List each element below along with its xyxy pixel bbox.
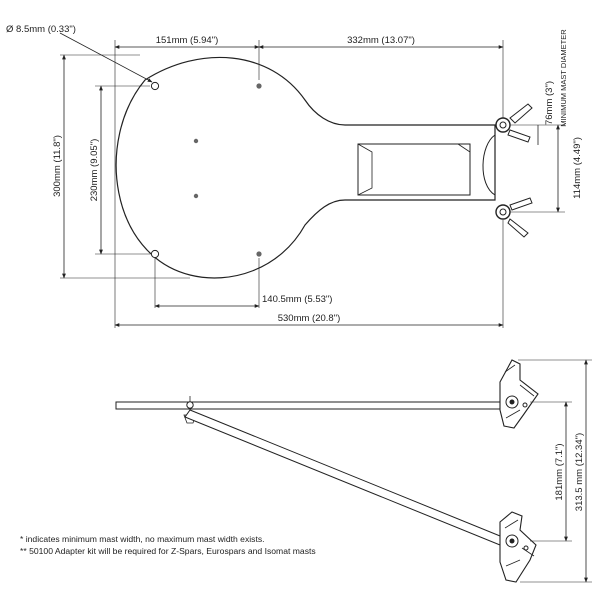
side-view: 181mm (7.1") 313.5 mm (12.34") — [115, 359, 592, 583]
dim-hole-spacing-bottom: 140.5mm (5.53") — [262, 294, 332, 305]
mounting-hole — [150, 81, 160, 91]
dim-overall-length: 530mm (20.8") — [278, 313, 341, 324]
center-hole — [193, 193, 199, 199]
mounting-hole — [150, 249, 160, 259]
cleat-slot — [357, 143, 471, 196]
dim-total-height: 313.5 mm (12.34") — [574, 433, 585, 511]
dim-clamp-span: 114mm (4.49") — [572, 137, 583, 199]
note-min-mast-width: * indicates minimum mast width, no maxim… — [20, 534, 265, 544]
dim-hole-spacing-vertical: 230mm (9.05") — [89, 139, 100, 202]
center-hole — [193, 138, 199, 144]
mounting-plate-outline — [115, 56, 496, 279]
hole-diameter-label: Ø 8.5mm (0.33") — [6, 24, 76, 35]
mast-clamp-top — [495, 103, 533, 143]
support-strut — [184, 409, 506, 546]
mast-cutout — [482, 134, 496, 196]
dim-min-mast: 76mm (3") — [544, 81, 555, 125]
dim-overall-to-mast: 332mm (13.07") — [347, 35, 415, 46]
mounting-hole — [256, 83, 262, 89]
mounting-hole — [256, 251, 262, 257]
side-clamp-bottom — [499, 511, 537, 583]
mast-clamp-bottom — [495, 197, 533, 238]
min-mast-label: MINIMUM MAST DIAMETER — [559, 29, 568, 127]
plate-side — [115, 401, 503, 410]
side-clamp-top — [499, 359, 539, 429]
note-adapter-kit: ** 50100 Adapter kit will be required fo… — [20, 546, 316, 556]
top-view: Ø 8.5mm (0.33") 151mm (5.94") 332mm (13.… — [6, 24, 583, 328]
dim-hole-spacing-top: 151mm (5.94") — [156, 35, 219, 46]
dim-plate-height: 300mm (11.8") — [52, 135, 63, 197]
dim-strut-drop: 181mm (7.1") — [554, 443, 565, 500]
